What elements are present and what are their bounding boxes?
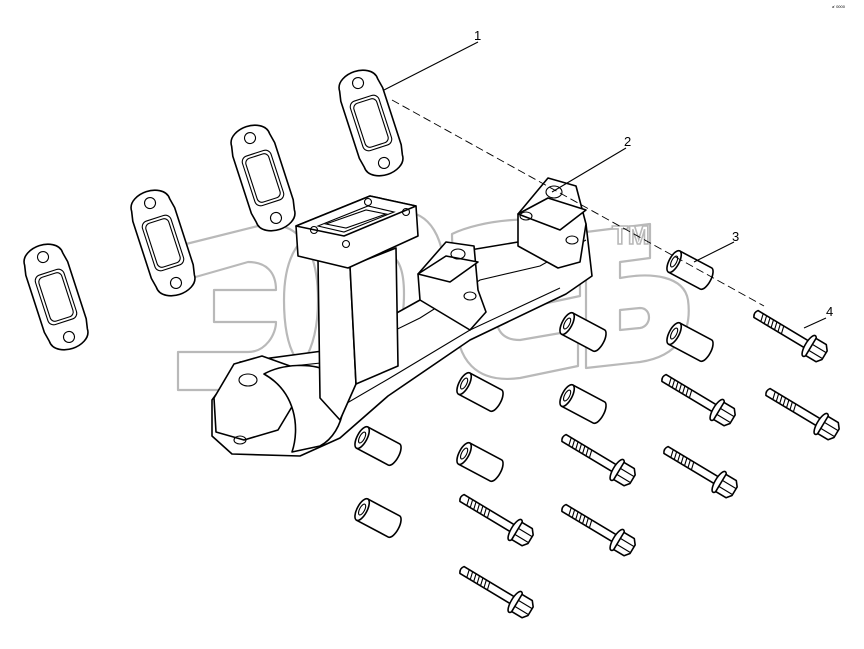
bolt (765, 387, 840, 441)
gasket (230, 124, 296, 232)
spacer (666, 321, 714, 363)
bolt (661, 373, 736, 427)
bolt (663, 445, 738, 499)
gasket-group (23, 69, 404, 351)
leader-line-1 (383, 41, 479, 91)
gasket (23, 243, 89, 351)
callout-1: 1 (474, 28, 481, 43)
bolt (459, 493, 534, 547)
leader-lines (383, 41, 827, 329)
spacer (456, 371, 504, 413)
spacer (559, 311, 607, 353)
assembly-dashed-line (391, 99, 765, 307)
bolt (561, 433, 636, 487)
spacer-group (354, 249, 714, 539)
spacer (354, 497, 402, 539)
leader-line-3 (693, 241, 735, 263)
bolt (561, 503, 636, 557)
callout-2: 2 (624, 134, 631, 149)
bolt (459, 565, 534, 619)
spacer (666, 249, 714, 291)
exhaust-manifold (211, 177, 593, 457)
spacer (559, 383, 607, 425)
gasket (130, 189, 196, 297)
leader-line-4 (803, 317, 827, 329)
callout-labels: 1 2 3 4 a’ 0000 (474, 4, 846, 319)
gasket (338, 69, 404, 177)
spacer (354, 425, 402, 467)
corner-code: a’ 0000 (832, 4, 846, 9)
spacer (456, 441, 504, 483)
watermark-tm: TM (612, 220, 650, 250)
bolt-group (459, 309, 840, 619)
callout-4: 4 (826, 304, 833, 319)
bolt (753, 309, 828, 363)
callout-3: 3 (732, 229, 739, 244)
leader-line-2 (551, 147, 627, 193)
